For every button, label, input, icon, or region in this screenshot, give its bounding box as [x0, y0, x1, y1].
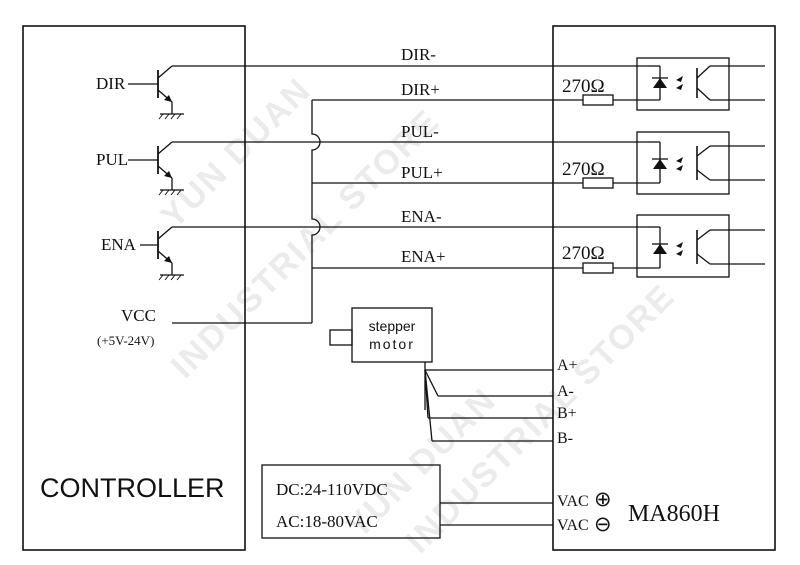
terminal-b-minus: B- [557, 430, 573, 447]
dir-optocoupler-channel: 270Ω [562, 57, 765, 111]
ena-input-label: ENA [101, 235, 137, 254]
terminal-b-plus: B+ [557, 405, 577, 422]
signal-pul-plus: PUL+ [401, 163, 443, 182]
ena-resistor-label: 270Ω [562, 243, 605, 264]
pul-transistor: PUL [96, 141, 248, 196]
motor-label-line2: motor [369, 336, 415, 352]
signal-dir-plus: DIR+ [401, 80, 440, 99]
signal-ena-minus: ENA- [401, 207, 442, 226]
power-supply-box [261, 464, 441, 539]
watermark-line-1: YUN DUAN [154, 71, 319, 236]
dir-resistor-label: 270Ω [562, 76, 605, 97]
dir-input-label: DIR [96, 74, 126, 93]
signal-dir-minus: DIR- [401, 45, 436, 64]
pul-optocoupler-channel: 270Ω [562, 131, 765, 195]
vcc-range-label: (+5V-24V) [97, 333, 154, 348]
pul-input-label: PUL [96, 150, 128, 169]
vac-plus-label: VAC [557, 493, 589, 510]
driver-box [552, 25, 776, 551]
power-ac-label: AC:18-80VAC [276, 512, 378, 531]
pul-optocoupler [636, 131, 730, 195]
ena-transistor: ENA [101, 226, 248, 281]
vcc-label: VCC [121, 306, 156, 325]
stepper-motor: stepper motor [329, 307, 433, 363]
ena-resistor [582, 262, 614, 274]
signal-pul-minus: PUL- [401, 122, 439, 141]
motor-shaft [329, 329, 353, 346]
motor-body [351, 307, 433, 363]
signal-ena-plus: ENA+ [401, 247, 446, 266]
vac-minus-icon: ⊖ [594, 513, 612, 536]
ena-optocoupler-channel: 270Ω [562, 214, 765, 278]
vac-plus-icon: ⊕ [594, 488, 612, 511]
motor-label-line1: stepper [369, 318, 416, 334]
controller-box [22, 25, 246, 551]
dir-optocoupler [636, 57, 730, 111]
terminal-a-plus: A+ [557, 357, 578, 374]
power-dc-label: DC:24-110VDC [276, 480, 388, 499]
power-supply: DC:24-110VDC AC:18-80VAC [261, 464, 553, 539]
ena-optocoupler [636, 214, 730, 278]
pul-resistor-label: 270Ω [562, 159, 605, 180]
vcc-bus [311, 100, 321, 323]
controller-label: CONTROLLER [40, 473, 225, 503]
vac-minus-label: VAC [557, 517, 589, 534]
terminal-a-minus: A- [557, 383, 574, 400]
driver-model-label: MA860H [628, 501, 720, 527]
dir-transistor: DIR [96, 65, 248, 120]
motor-leads [424, 362, 553, 442]
